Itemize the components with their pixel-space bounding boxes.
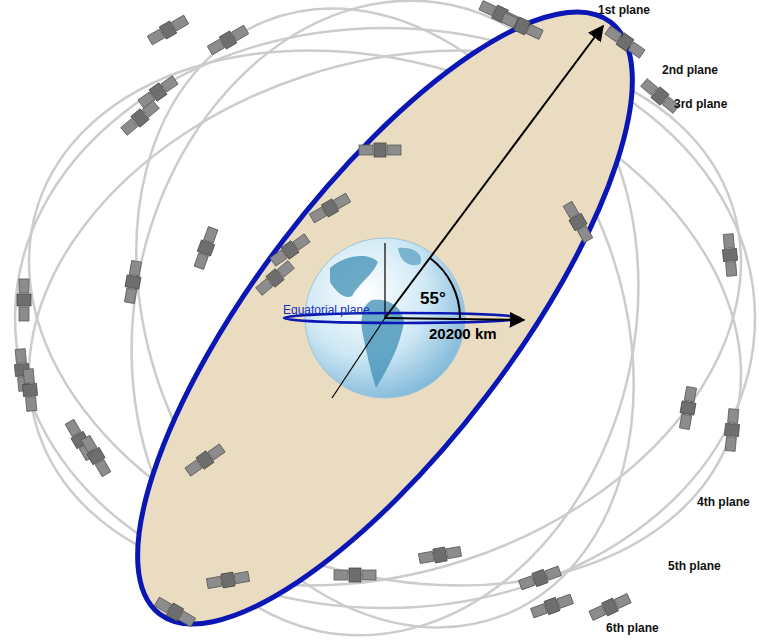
satellite-symbol [478, 0, 522, 29]
dimension-label: 20200 km [429, 326, 497, 343]
satellite-symbol [122, 260, 143, 304]
satellite-symbol [146, 13, 189, 46]
satellite-symbol [677, 386, 698, 430]
satellite-symbol [308, 191, 351, 224]
plane-label: 1st plane [598, 4, 650, 17]
satellite-symbol [530, 592, 574, 620]
dimension-label: 55° [420, 290, 446, 309]
satellite-symbol [418, 544, 462, 565]
satellite-symbol [588, 592, 632, 622]
plane-label: 2nd plane [662, 64, 718, 77]
plane-label: 5th plane [668, 560, 721, 573]
satellite-symbol [723, 408, 741, 451]
satellite-symbol [184, 442, 226, 478]
satellite-symbol [79, 434, 112, 477]
equator-label: Equatorial plane [283, 304, 370, 317]
satellite-symbol [334, 568, 376, 582]
geometry-lines [284, 26, 603, 398]
satellite-symbol [500, 11, 544, 41]
satellite-symbol [137, 74, 179, 110]
satellite-symbol [192, 226, 220, 270]
satellite-symbol [254, 259, 295, 297]
satellite-symbol [721, 233, 739, 276]
satellite-symbol [604, 24, 646, 60]
satellite-symbol [21, 368, 39, 411]
satellite-symbol [153, 595, 196, 628]
satellites [13, 0, 741, 629]
first-orbital-plane [58, 0, 712, 644]
satellite-symbol [518, 564, 562, 592]
satellite-symbol [119, 99, 160, 137]
satellite-symbol [206, 23, 249, 56]
satellite-symbol [359, 143, 401, 157]
satellite-symbol [561, 200, 594, 243]
plane-label: 3rd plane [674, 98, 727, 111]
satellite-symbol [269, 232, 311, 268]
satellite-symbol [206, 569, 250, 590]
plane-label: 6th plane [606, 622, 659, 635]
satellite-symbol [17, 279, 31, 321]
plane-label: 4th plane [697, 496, 750, 509]
